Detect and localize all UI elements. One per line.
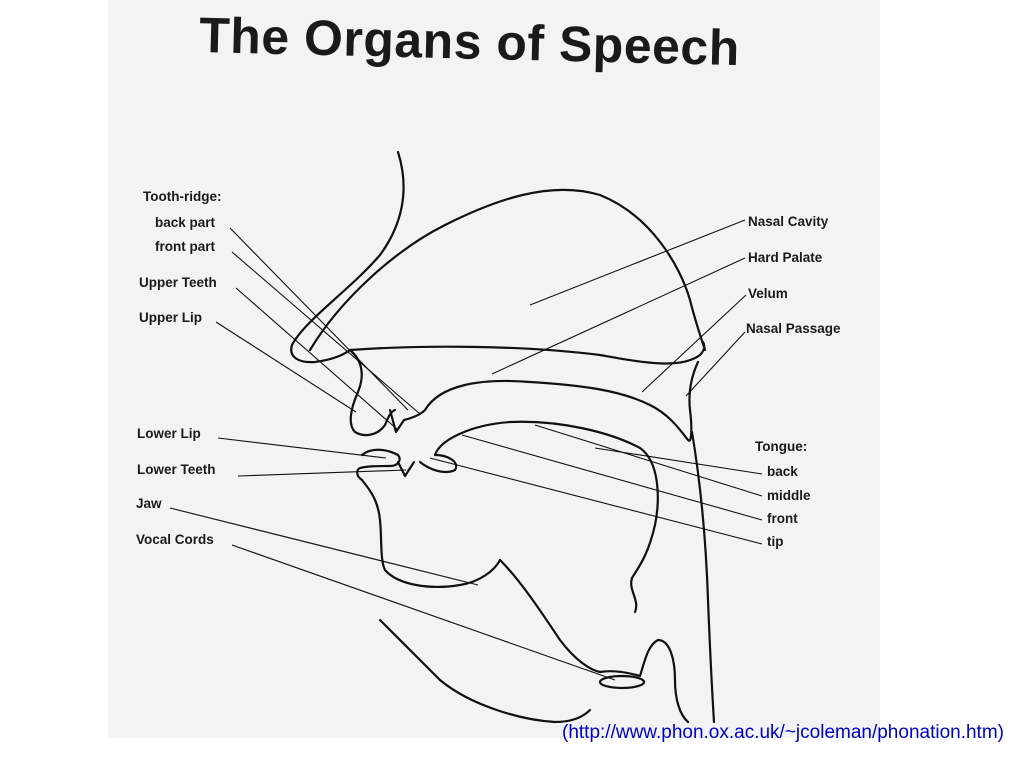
leader-tongue-middle	[534, 424, 763, 497]
label-jaw: Jaw	[136, 496, 162, 511]
nasal-cavity-outline	[308, 188, 707, 352]
lower-lip-outline	[356, 448, 401, 482]
label-tongue-middle: middle	[767, 488, 811, 503]
label-tongue-back: back	[767, 464, 798, 479]
label-lower-lip: Lower Lip	[137, 426, 201, 441]
scanned-page-background	[108, 0, 880, 738]
leader-upper-teeth	[235, 287, 399, 431]
leader-front-part	[231, 251, 421, 415]
leader-tongue-tip	[429, 457, 763, 545]
leader-back-part	[229, 227, 409, 411]
pharynx-back-wall	[690, 430, 716, 724]
label-front-part: front part	[155, 239, 215, 254]
nose-outline	[290, 150, 405, 364]
label-tongue-tip: tip	[767, 534, 784, 549]
leader-nasal-passage	[685, 331, 746, 397]
front-neck-outline	[378, 618, 592, 724]
label-lower-teeth: Lower Teeth	[137, 462, 216, 477]
vocal-tract-outline	[290, 150, 716, 724]
label-hard-palate: Hard Palate	[748, 250, 823, 265]
leader-velum	[641, 294, 747, 393]
label-tongue-front: front	[767, 511, 798, 526]
label-back-part: back part	[155, 215, 216, 230]
label-upper-teeth: Upper Teeth	[139, 275, 217, 290]
leader-upper-lip	[215, 321, 357, 413]
tongue-outline	[418, 420, 659, 614]
label-nasal-passage: Nasal Passage	[746, 321, 841, 336]
larynx-outline	[598, 638, 690, 724]
label-tooth-ridge: Tooth-ridge:	[143, 189, 221, 204]
palate-underside-outline	[423, 360, 700, 442]
label-velum: Velum	[748, 286, 788, 301]
vocal-cords-shape	[598, 674, 646, 690]
label-nasal-cavity: Nasal Cavity	[748, 214, 829, 229]
leader-nasal-cavity	[529, 219, 746, 306]
leader-jaw	[169, 507, 479, 586]
leader-tongue-front	[461, 434, 763, 521]
front-throat-outline	[498, 558, 602, 674]
leader-lower-lip	[217, 437, 387, 459]
leader-lower-teeth	[237, 469, 407, 477]
upper-lip-outline	[348, 348, 397, 437]
label-upper-lip: Upper Lip	[139, 310, 202, 325]
upper-teeth-outline	[388, 408, 427, 434]
lower-teeth-outline	[396, 460, 416, 478]
leader-lines	[169, 219, 763, 681]
label-tongue: Tongue:	[755, 439, 807, 454]
leader-hard-palate	[491, 257, 746, 375]
source-url: (http://www.phon.ox.ac.uk/~jcoleman/phon…	[562, 722, 1004, 743]
hard-palate-outline	[348, 340, 706, 365]
chin-jaw-outline	[360, 478, 502, 588]
label-vocal-cords: Vocal Cords	[136, 532, 214, 547]
leader-vocal-cords	[231, 544, 616, 681]
